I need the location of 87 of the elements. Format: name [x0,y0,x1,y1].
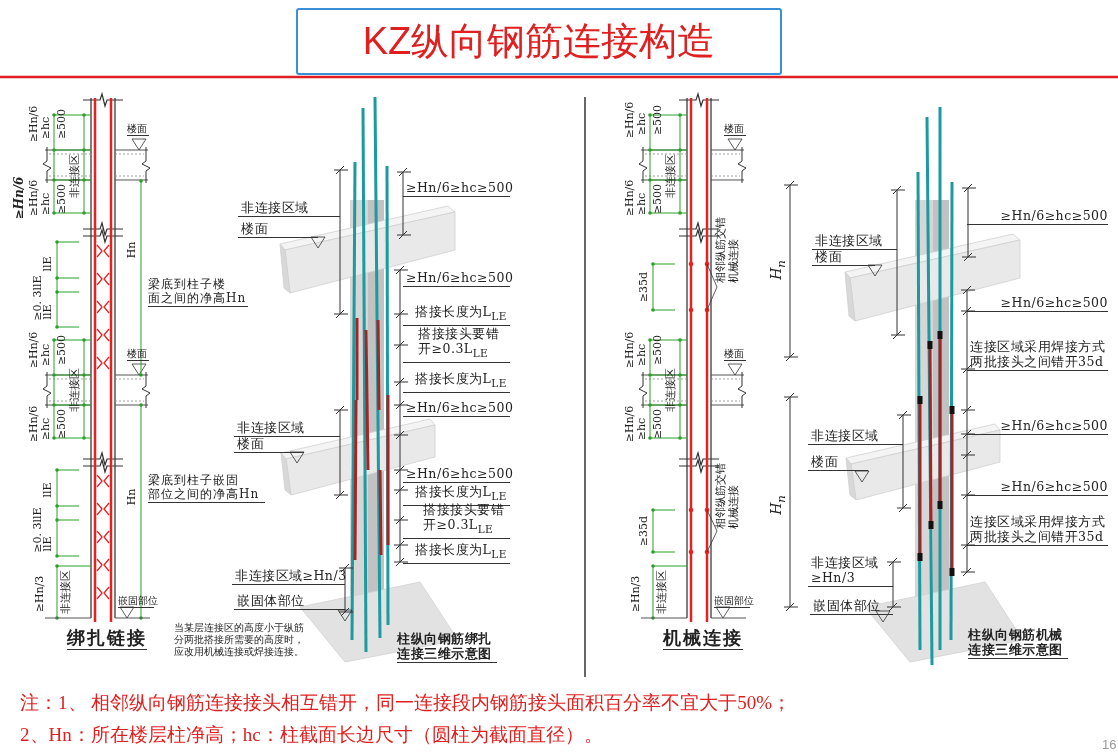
callout-label: 搭接接头要错开≥0.3L$_{LE}$ [403,502,510,539]
dimension-label: ≥hc [39,116,53,140]
dimension-label: llE [41,256,55,272]
drawing-title: 机械连接 [663,628,743,650]
callout-label: ≥Hn/6≥hc≥500 [403,180,510,197]
callout-label: 非连接区域 [808,428,903,445]
callout-label: 梁底到柱子嵌固部位之间的净高Hn [148,474,265,503]
dimension-label: ≥Hn/6 [27,105,41,143]
note-text: 当某层连接区的高度小于纵筋分两批搭接所需要的高度时，应改用机械连接或焊接连接。 [174,622,304,658]
dimension-label: ≥hc [635,192,649,216]
dimension-label: ≥500 [651,104,665,136]
dimension-label: ≥Hn/3 [629,575,643,613]
dimension-label: ≥hc [39,343,53,367]
dimension-label: ≥500 [55,108,69,140]
dimension-label: ≥35d [637,271,651,303]
dimension-label: ≥Hn/6 [623,331,637,369]
annotation-label: 楼面 [724,349,746,361]
dimension-label: ≥500 [55,183,69,215]
callout-label: 楼面 [238,221,318,238]
annotation-label: 楼面 [127,349,149,361]
callout-label: 相邻纵筋交错机械连接 [715,217,741,283]
callout-label: ≥Hn/6≥hc≥500 [967,295,1108,312]
dimension-label: llE [41,482,55,498]
dimension-label: ≥Hn/6 [27,405,41,443]
dimension-label: ≥hc [39,192,53,216]
callout-label: 搭接长度为L$_{LE}$ [403,542,510,564]
note-text: 注：1、 相邻纵向钢筋连接接头相互错开，同一连接段内钢筋接头面积百分率不宜大于50%； [20,692,792,714]
callout-label: 搭接长度为L$_{LE}$ [403,304,510,326]
callout-label: ≥Hn/6≥hc≥500 [967,479,1108,496]
callout-label: 梁底到柱子楼面之间的净高Hn [148,278,248,307]
dimension-label: ≥500 [651,183,665,215]
callout-label: 非连接区域≥Hn/3 [232,568,345,585]
callout-label: ≥Hn/6≥hc≥500 [403,466,510,483]
callout-label: 楼面 [234,436,304,453]
dimension-label: ≥35d [637,515,651,547]
dimension-label: llE [41,536,55,552]
dimension-label: Hn [125,488,139,506]
dimension-label: Hn [125,241,139,259]
dimension-label: llE [41,304,55,320]
callout-label: 非连接区域 ≥Hn/3 [808,555,893,587]
dimension-label: ≥hc [635,112,649,136]
callout-label: ≥Hn/6≥hc≥500 [403,270,510,287]
callout-label: 非连接区域 [812,233,897,250]
callout-label: 楼面 [812,249,875,266]
callout-label: 嵌固体部位 [234,593,345,610]
dimension-label: 非连接区 [68,368,82,412]
dimension-label: ≥Hn/3 [33,575,47,613]
dimension-label: 非连接区 [664,368,678,412]
dimension-label: ≥hc [635,417,649,441]
dimension-label: ≥Hn/6 [27,179,41,217]
callout-label: 嵌固体部位 [810,598,893,615]
dimension-label: ≥Hn/6 [13,176,27,220]
note-text: 2、Hn：所在楼层柱净高；hc：柱截面长边尺寸（圆柱为截面直径）。 [20,724,603,746]
callout-label: ≥Hn/6≥hc≥500 [967,418,1108,435]
callout-label: ≥Hn/6≥hc≥500 [403,400,510,417]
dimension-label: 非连接区 [655,570,669,614]
title-box: KZ纵向钢筋连接构造 [296,8,782,75]
callout-label: 搭接接头要错开≥0.3L$_{LE}$ [403,326,510,363]
dimension-label: 非连接区 [664,154,678,198]
dimension-label: 非连接区 [68,154,82,198]
dimension-label: ≥hc [39,417,53,441]
dimension-label: ≥Hn/6 [623,179,637,217]
dimension-label: ≥500 [55,408,69,440]
dimension-label: ≥500 [55,334,69,366]
dimension-label: ≥500 [651,334,665,366]
callout-label: 楼面 [808,454,868,471]
callout-label: 连接区域采用焊接方式两批接头之间错开35d [967,514,1108,546]
dimension-label: ≥500 [651,408,665,440]
drawing-caption: 柱纵向钢筋绑扎连接三维示意图 [397,632,497,663]
callout-label: 非连接区域 [234,420,340,437]
callout-label: ≥Hn/6≥hc≥500 [967,208,1108,225]
drawing-caption: 柱纵向钢筋机械连接三维示意图 [968,628,1068,659]
dimension-label: 非连接区 [59,570,73,614]
page-number: 16 [1102,738,1117,752]
annotation-label: 楼面 [127,124,149,136]
dimension-label: ≥0. 3llE [31,507,44,553]
dimension-label: ≥Hn/6 [623,405,637,443]
dimension-label: ≥hc [635,343,649,367]
callout-label: 连接区域采用焊接方式两批接头之间错开35d [967,339,1108,371]
dimension-label: ≥0. 3llE [31,275,44,321]
annotation-label: 楼面 [724,124,746,136]
dimension-label: ≥Hn/6 [623,101,637,139]
dimension-label: ≥Hn/6 [27,331,41,369]
callout-label: 非连接区域 [238,200,340,217]
callout-label: 相邻纵筋交错机械连接 [715,463,741,529]
callout-label: 搭接长度为L$_{LE}$ [403,371,510,393]
drawing-title: 绑扎链接 [67,628,147,650]
